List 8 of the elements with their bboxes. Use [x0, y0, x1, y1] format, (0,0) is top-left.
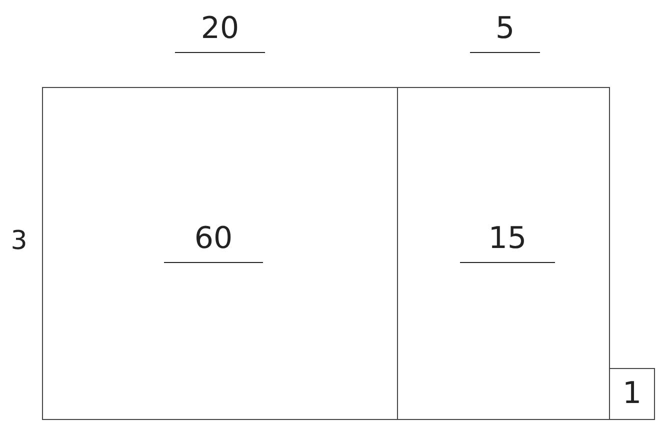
side-length-answer: 5: [470, 14, 540, 53]
area-rectangle: [42, 87, 398, 420]
side-length: 3: [10, 228, 28, 254]
area-answer: 60: [164, 224, 263, 263]
area-value: 1: [621, 379, 643, 409]
small-rectangle: [609, 368, 655, 420]
area-answer: 15: [460, 224, 555, 263]
side-length-answer: 20: [175, 14, 265, 53]
